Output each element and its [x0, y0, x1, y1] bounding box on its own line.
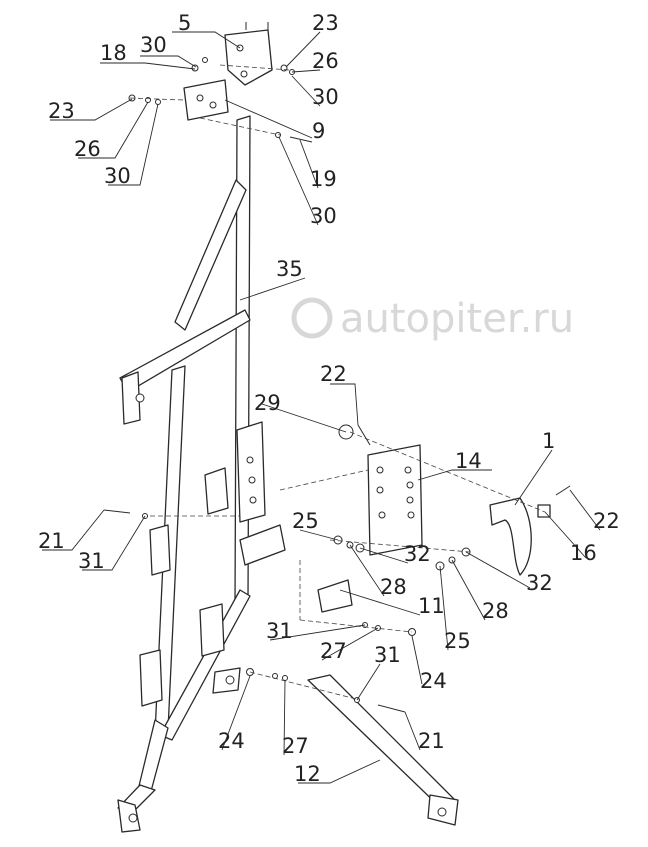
callout-9: 9	[312, 119, 325, 143]
callout-30: 30	[104, 164, 131, 188]
callout-31: 31	[78, 549, 105, 573]
callout-11: 11	[418, 594, 445, 618]
callout-26: 26	[74, 137, 101, 161]
callout-32: 32	[526, 571, 553, 595]
bracket-11	[317, 579, 353, 613]
bracket-5	[224, 22, 273, 86]
callout-1: 1	[542, 429, 555, 453]
callout-25: 25	[292, 509, 319, 533]
callout-27: 27	[320, 639, 347, 663]
hook-1	[489, 497, 532, 576]
strut-12	[307, 674, 459, 826]
callout-35: 35	[276, 257, 303, 281]
callout-32: 32	[404, 542, 431, 566]
callout-22: 22	[320, 362, 347, 386]
callout-28: 28	[482, 599, 509, 623]
callout-21: 21	[38, 529, 65, 553]
callout-23: 23	[312, 11, 339, 35]
callout-31: 31	[374, 643, 401, 667]
callout-19: 19	[310, 167, 337, 191]
watermark: autopiter.ru	[291, 296, 574, 342]
leader-lines	[42, 31, 601, 784]
callout-26: 26	[312, 49, 339, 73]
callout-27: 27	[282, 734, 309, 758]
callout-24: 24	[218, 729, 245, 753]
callout-29: 29	[254, 391, 281, 415]
assembly-lines	[129, 64, 546, 701]
callout-23: 23	[48, 99, 75, 123]
callout-31: 31	[266, 619, 293, 643]
callout-16: 16	[570, 541, 597, 565]
callout-24: 24	[420, 669, 447, 693]
callout-25: 25	[444, 629, 471, 653]
plate-14	[367, 444, 423, 556]
bracket-9	[183, 79, 229, 121]
callout-21: 21	[418, 729, 445, 753]
callout-28: 28	[380, 575, 407, 599]
frame-35	[117, 115, 286, 833]
callout-30: 30	[140, 33, 167, 57]
callout-12: 12	[294, 762, 321, 786]
callout-5: 5	[178, 11, 191, 35]
callout-14: 14	[455, 449, 482, 473]
callout-22: 22	[593, 509, 620, 533]
watermark-text: autopiter.ru	[340, 296, 574, 342]
callout-30: 30	[310, 204, 337, 228]
callout-labels: 5 30 18 23 26 30 23 26 30 9 19 30 35 22 …	[38, 11, 620, 786]
callout-30: 30	[312, 85, 339, 109]
callout-18: 18	[100, 41, 127, 65]
